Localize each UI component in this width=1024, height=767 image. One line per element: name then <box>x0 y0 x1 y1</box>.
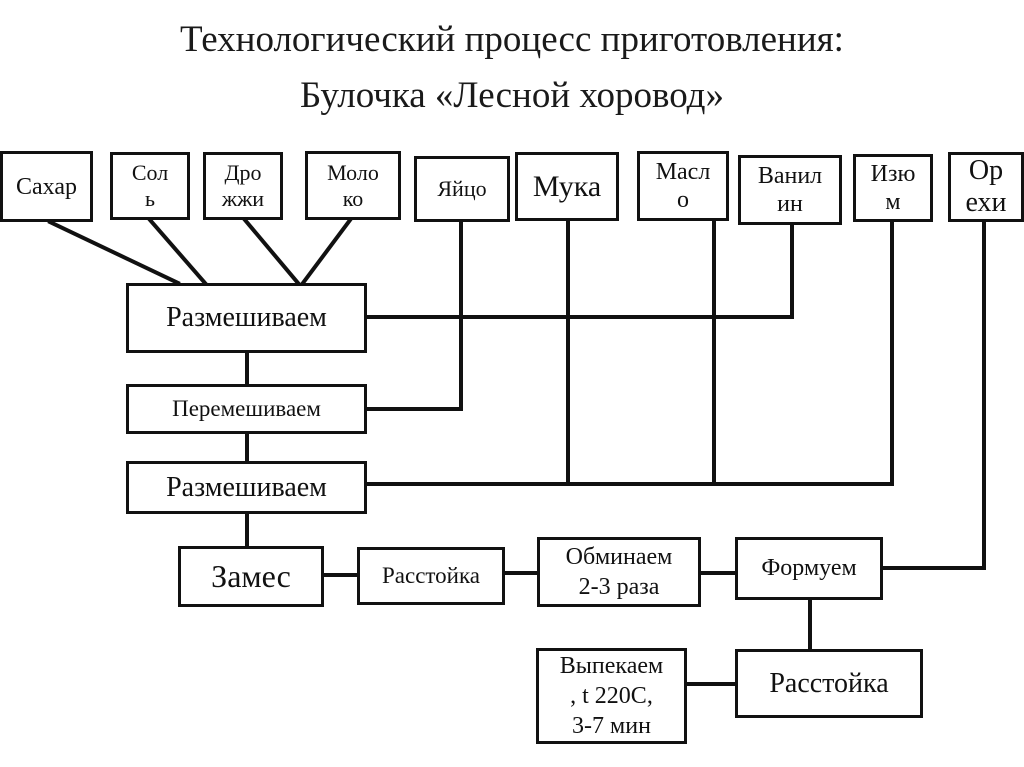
step-knead-label: Замес <box>211 558 291 594</box>
step-stir: Перемешиваем <box>126 384 367 434</box>
diagram-title-line-2: Булочка «Лесной хоровод» <box>300 75 724 116</box>
ingredient-vanilla-label-2: ин <box>777 191 803 217</box>
diagram-title-line-1: Технологический процесс приготовления: <box>180 19 844 60</box>
step-mix-1-label: Размешиваем <box>166 302 327 333</box>
step-proofing-2-label: Расстойка <box>769 667 889 699</box>
ingredient-milk-label-2: ко <box>342 185 364 211</box>
ingredient-salt-label-2: ь <box>144 186 156 211</box>
ingredient-flour-label: Мука <box>532 169 602 203</box>
ingredient-egg-label: Яйцо <box>437 176 487 201</box>
line-raisins <box>364 220 894 486</box>
ingredient-nuts-label-1: Ор <box>968 155 1004 186</box>
step-bake-label-1: Выпекаем <box>559 653 664 679</box>
step-punch-down: Обминаем 2-3 раза <box>537 537 701 607</box>
ingredient-flour: Мука <box>515 152 619 221</box>
step-bake: Выпекаем , t 220С, 3-7 мин <box>536 648 687 744</box>
line-nuts <box>880 220 986 570</box>
step-mix-2: Размешиваем <box>126 461 367 514</box>
ingredient-salt-label-1: Сол <box>131 160 169 185</box>
step-knead: Замес <box>178 546 324 607</box>
step-proofing-1: Расстойка <box>357 547 505 605</box>
ingredient-yeast-label-1: Дро <box>224 160 262 185</box>
step-punch-down-label-2: 2-3 раза <box>578 574 660 600</box>
ingredient-sugar: Сахар <box>0 151 93 222</box>
step-bake-label-3: 3-7 мин <box>572 713 651 739</box>
line-yeast <box>242 217 301 286</box>
step-bake-label-2: , t 220С, <box>570 683 653 709</box>
ingredient-raisins-label-2: м <box>885 189 901 215</box>
step-proofing-2: Расстойка <box>735 649 923 718</box>
ingredient-sugar-label: Сахар <box>16 173 77 200</box>
ingredient-butter-label-2: о <box>677 187 689 213</box>
ingredient-yeast-label-2: жжи <box>221 186 265 211</box>
step-stir-label: Перемешиваем <box>172 396 321 421</box>
ingredient-butter-label-1: Масл <box>655 159 711 185</box>
step-mix-1: Размешиваем <box>126 283 367 353</box>
step-shape-label: Формуем <box>761 555 857 581</box>
line-salt <box>147 217 208 286</box>
ingredient-egg: Яйцо <box>414 156 510 222</box>
step-proofing-1-label: Расстойка <box>381 563 480 588</box>
step-mix-2-label: Размешиваем <box>166 471 327 503</box>
line-sugar <box>47 219 181 286</box>
step-shape: Формуем <box>735 537 883 600</box>
line-vanilla <box>364 223 794 319</box>
ingredient-vanilla-label-1: Ванил <box>757 163 823 189</box>
ingredient-milk-label-1: Моло <box>327 159 379 185</box>
line-milk <box>300 217 353 286</box>
line-egg <box>364 220 463 411</box>
ingredient-nuts-label-2: ехи <box>965 187 1007 218</box>
step-punch-down-label-1: Обминаем <box>565 544 673 570</box>
ingredient-raisins-label-1: Изю <box>870 161 916 187</box>
